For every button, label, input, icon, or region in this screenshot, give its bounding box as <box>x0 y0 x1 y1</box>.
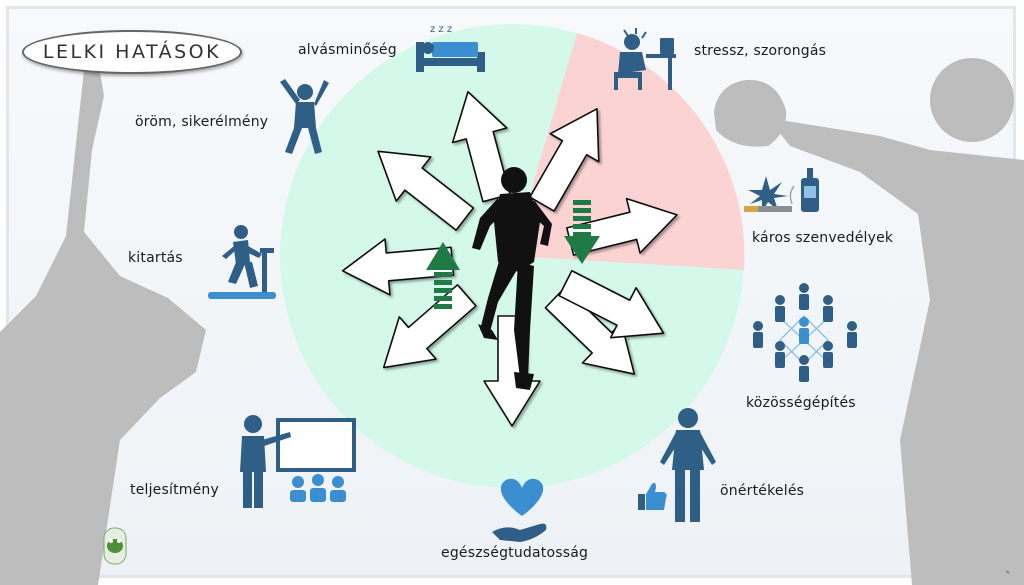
arrow-community <box>558 269 665 339</box>
presentation-icon <box>240 415 356 508</box>
community-network-icon <box>753 283 857 382</box>
thumbs-up-icon <box>638 482 667 510</box>
runner-icon <box>472 167 552 390</box>
negative-area <box>512 33 745 270</box>
joy-person-icon <box>280 79 329 154</box>
addiction-icon <box>744 168 819 212</box>
title-pill: LELKI HATÁSOK <box>22 30 242 74</box>
label-performance: teljesítmény <box>130 482 219 498</box>
self-esteem-person-icon <box>660 408 716 522</box>
label-stress: stressz, szorongás <box>694 43 827 59</box>
heart-hand-icon <box>492 478 547 542</box>
credit-mark: ✎ <box>1005 570 1010 576</box>
page-title: LELKI HATÁSOK <box>42 41 222 63</box>
label-addiction: káros szenvedélyek <box>752 230 894 246</box>
label-community: közösségépítés <box>746 395 856 411</box>
label-joy: öröm, sikerélmény <box>135 114 269 130</box>
label-selfesteem: önértékelés <box>720 483 805 499</box>
label-health: egészségtudatosság <box>441 545 589 561</box>
silhouette-woman <box>0 70 206 585</box>
arrow-stress <box>529 107 600 212</box>
increase-arrow-icon <box>426 242 460 309</box>
bed-icon: z z z <box>416 24 485 72</box>
arrow-joy <box>377 150 475 231</box>
silhouette-man <box>714 58 1024 585</box>
label-endurance: kitartás <box>128 250 183 266</box>
decrease-arrow-icon <box>564 200 600 264</box>
label-sleep: alvásminőség <box>298 42 397 58</box>
frog-logo <box>103 527 127 565</box>
stress-icon <box>614 28 676 90</box>
svg-text:z z z: z z z <box>430 24 452 35</box>
treadmill-icon <box>208 225 276 299</box>
